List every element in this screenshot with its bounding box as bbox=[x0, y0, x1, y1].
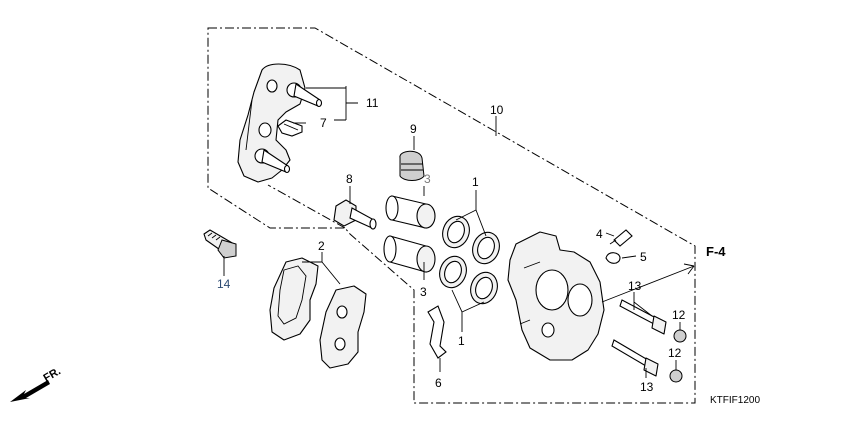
callout-3-upper: 3 bbox=[424, 172, 431, 186]
callout-7: 7 bbox=[320, 116, 327, 130]
callout-5: 5 bbox=[640, 250, 647, 264]
pad-spring bbox=[427, 305, 447, 359]
mounting-bolt bbox=[203, 229, 237, 259]
callout-13-lower: 13 bbox=[640, 380, 654, 394]
plug-upper bbox=[673, 329, 687, 343]
callout-12-upper: 12 bbox=[672, 308, 686, 322]
callout-11: 11 bbox=[366, 96, 379, 110]
callout-9: 9 bbox=[410, 122, 417, 136]
diagram-code: KTFIF1200 bbox=[710, 395, 760, 406]
callout-1-upper: 1 bbox=[472, 175, 479, 189]
front-direction-label: FR. bbox=[42, 365, 63, 384]
brake-pad-inner bbox=[269, 257, 319, 341]
callout-10: 10 bbox=[490, 103, 504, 117]
pad-pin-upper bbox=[619, 299, 667, 335]
callout-14: 14 bbox=[217, 277, 231, 291]
reference-tag: F-4 bbox=[706, 244, 726, 259]
callout-8: 8 bbox=[346, 172, 353, 186]
callout-3-lower: 3 bbox=[420, 285, 427, 299]
front-direction-arrow-icon bbox=[10, 380, 50, 402]
dust-boot bbox=[399, 150, 425, 181]
callout-2: 2 bbox=[318, 239, 325, 253]
plug-lower bbox=[669, 369, 683, 383]
bleeder-valve bbox=[609, 229, 633, 247]
bracket-pin-lower bbox=[254, 148, 291, 174]
piston-lower bbox=[383, 235, 436, 273]
callout-13-upper: 13 bbox=[628, 279, 642, 293]
piston-seals bbox=[439, 215, 500, 305]
callout-4: 4 bbox=[596, 227, 603, 241]
pad-pin-lower bbox=[611, 339, 659, 377]
pin-bolt bbox=[333, 199, 377, 230]
callout-6: 6 bbox=[435, 376, 442, 390]
callout-1-lower: 1 bbox=[458, 334, 465, 348]
caliper-body bbox=[507, 231, 605, 361]
retainer-clip bbox=[277, 119, 303, 137]
assembly-boundary bbox=[207, 27, 696, 404]
piston-upper bbox=[385, 195, 436, 229]
leader-lines bbox=[223, 86, 695, 378]
bleeder-cap bbox=[605, 252, 621, 264]
brake-pad-outer bbox=[319, 285, 367, 369]
bracket-pin-upper bbox=[286, 82, 323, 108]
callout-12-lower: 12 bbox=[668, 346, 682, 360]
